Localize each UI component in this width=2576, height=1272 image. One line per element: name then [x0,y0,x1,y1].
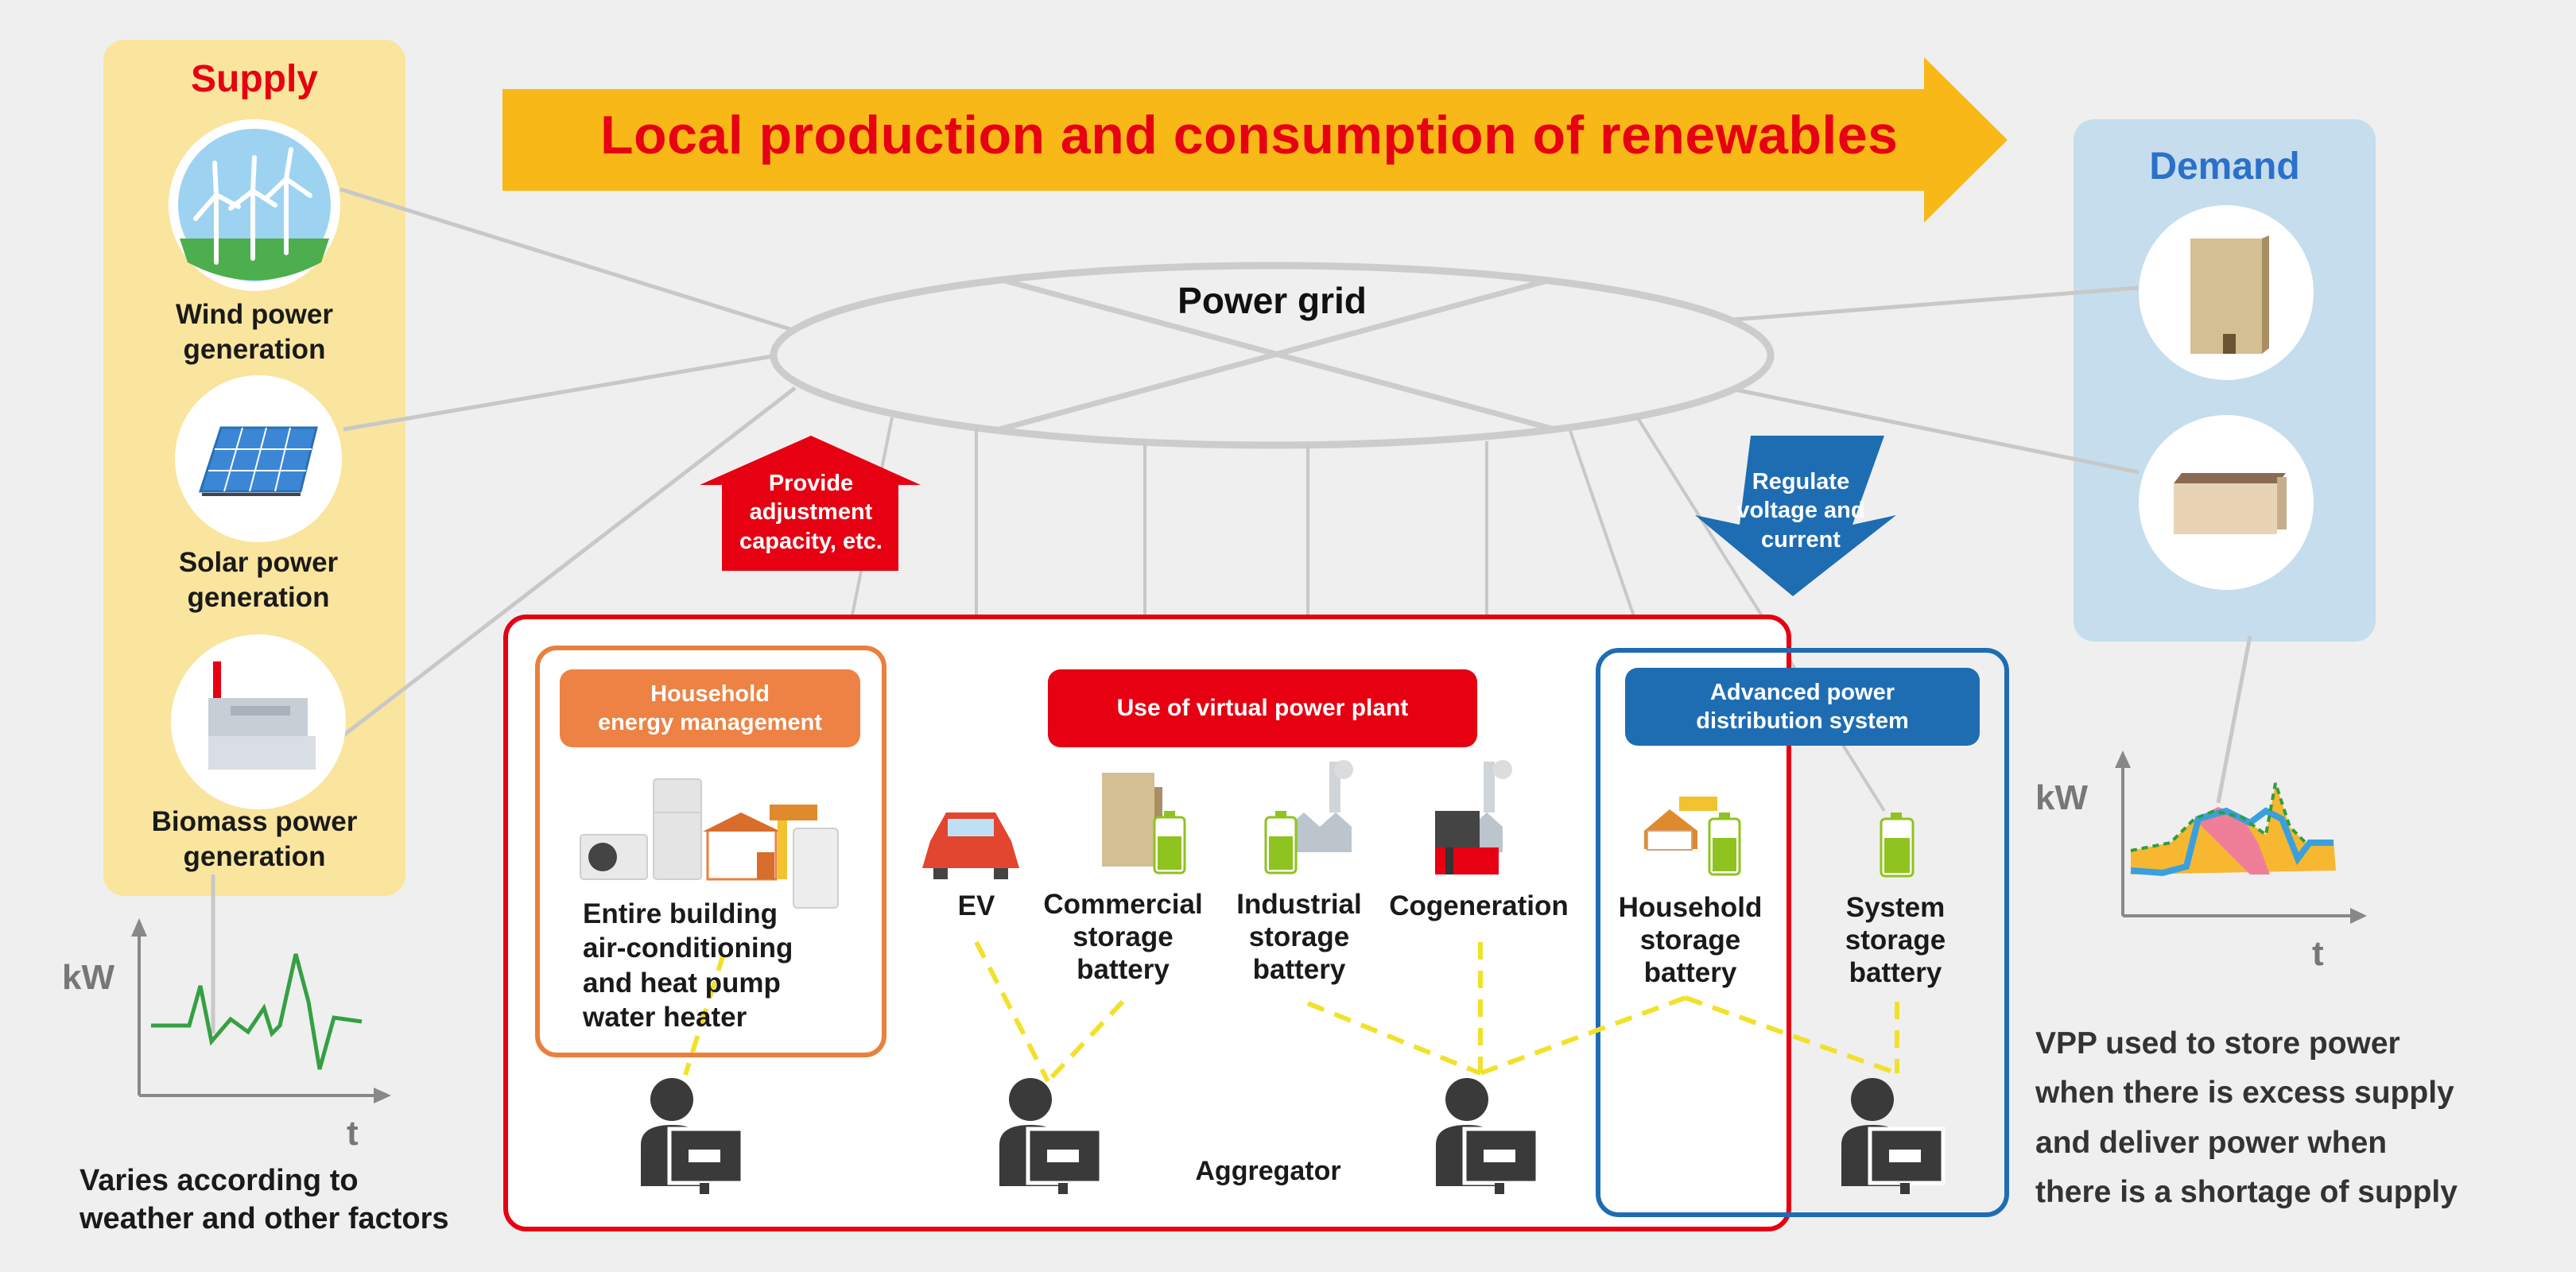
commercial-line1: Commercial [1043,889,1203,920]
commercial-battery-icon [1102,773,1186,874]
household-energy-management-pill: Household energy management [560,669,860,747]
industrial-line2: storage [1248,921,1350,952]
solar-power-label-line2: generation [187,581,330,613]
biomass-plant-icon [171,634,346,809]
biomass-power-label: Biomass power generation [103,805,405,874]
advanced-line1: Advanced power [1709,679,1895,705]
provide-arrow-label: Provide adjustment capacity, etc. [716,469,906,556]
demand-note-line1: VPP used to store power [2035,1026,2400,1061]
demand-graph-y-label: kW [2035,778,2088,817]
system-battery-label: System storage battery [1816,892,1975,990]
aggregator-operator-icon-1 [641,1078,745,1194]
supply-graph [131,918,391,1103]
demand-graph [2115,750,2367,924]
aggregator-operator-icon-4 [1841,1078,1946,1194]
aggregator-label: Aggregator [1195,1156,1341,1186]
industrial-line1: Industrial [1236,889,1362,920]
grid-connectors [211,187,2252,1034]
regulate-arrow [1695,436,1896,596]
demand-note-line4: there is a shortage of supply [2035,1175,2458,1210]
supply-note-line1: Varies according to [80,1164,359,1197]
commercial-battery-label: Commercial storage battery [1026,889,1220,987]
advanced-line2: distribution system [1696,708,1909,734]
solar-power-label: Solar power generation [103,545,413,615]
provide-line3: capacity, etc. [739,528,883,554]
supply-graph-x-label: t [347,1114,359,1153]
household-battery-label: Household storage battery [1598,892,1783,990]
regulate-line1: Regulate [1752,469,1850,494]
wind-power-label-line2: generation [183,333,326,365]
demand-note: VPP used to store power when there is ex… [2035,1019,2458,1218]
advanced-distribution-box [1596,648,2009,1217]
solar-panel-icon [175,375,342,542]
system-battery-line3: battery [1849,956,1942,988]
aggregator-operator-icon-2 [999,1078,1104,1194]
regulate-line3: current [1761,526,1841,553]
demand-graph-x-label: t [2312,934,2324,973]
regulate-arrow-label: Regulate voltage and current [1709,467,1892,554]
hvac-line4: water heater [583,1002,747,1034]
cogeneration-icon [1435,760,1512,874]
commercial-line2: storage [1073,921,1174,952]
demand-heading: Demand [2149,145,2300,188]
demand-note-line3: and deliver power when [2035,1125,2388,1160]
system-battery-line1: System [1845,892,1946,923]
house-icon [2139,415,2314,590]
virtual-power-plant-pill: Use of virtual power plant [1048,669,1477,747]
aggregator-links [683,940,1899,1084]
provide-line1: Provide [768,471,854,496]
grid-cross-lines [993,277,1555,434]
wind-power-label-line1: Wind power [175,299,333,330]
cogeneration-label: Cogeneration [1389,890,1569,921]
household-battery-line1: Household [1618,892,1763,923]
solar-power-label-line1: Solar power [178,547,339,578]
banner-title: Local production and consumption of rene… [600,105,1899,165]
provide-line2: adjustment [749,499,873,525]
household-battery-icon [1644,797,1741,876]
household-battery-line3: battery [1643,956,1737,988]
supply-note: Varies according to weather and other fa… [80,1162,449,1238]
hvac-appliance-icons [580,778,839,909]
system-battery-icon [1880,812,1915,878]
commercial-line3: battery [1077,953,1170,985]
household-mgmt-line2: energy management [597,710,823,735]
hvac-line1: Entire building [583,898,778,929]
office-building-icon [2139,205,2314,380]
advanced-distribution-pill: Advanced power distribution system [1625,668,1980,746]
demand-note-line2: when there is excess supply [2035,1076,2454,1111]
hvac-line2: air-conditioning [583,933,793,964]
aggregator-operator-icon-3 [1436,1078,1540,1194]
household-mgmt-line1: Household [650,681,770,707]
system-battery-line2: storage [1845,924,1946,956]
industrial-battery-icon [1264,760,1353,874]
industrial-battery-label: Industrial storage battery [1220,889,1379,987]
supply-note-line2: weather and other factors [80,1201,449,1235]
household-battery-line2: storage [1639,924,1741,956]
banner-arrow [502,57,2008,223]
industrial-line3: battery [1252,953,1346,985]
wind-turbine-icon [169,119,340,291]
power-grid-label: Power grid [1177,280,1367,321]
provide-arrow [700,436,921,571]
biomass-power-label-line2: generation [183,840,326,872]
ev-car-icon [922,812,1019,879]
biomass-power-label-line1: Biomass power [151,806,358,837]
wind-power-label: Wind power generation [103,297,405,367]
supply-graph-y-label: kW [62,958,114,997]
hvac-line3: and heat pump [583,967,781,999]
supply-heading: Supply [190,58,318,100]
hvac-label: Entire building air-conditioning and hea… [583,897,793,1035]
power-grid-ring [770,262,1775,449]
ev-label: EV [957,890,995,921]
regulate-line2: voltage and [1736,498,1865,524]
